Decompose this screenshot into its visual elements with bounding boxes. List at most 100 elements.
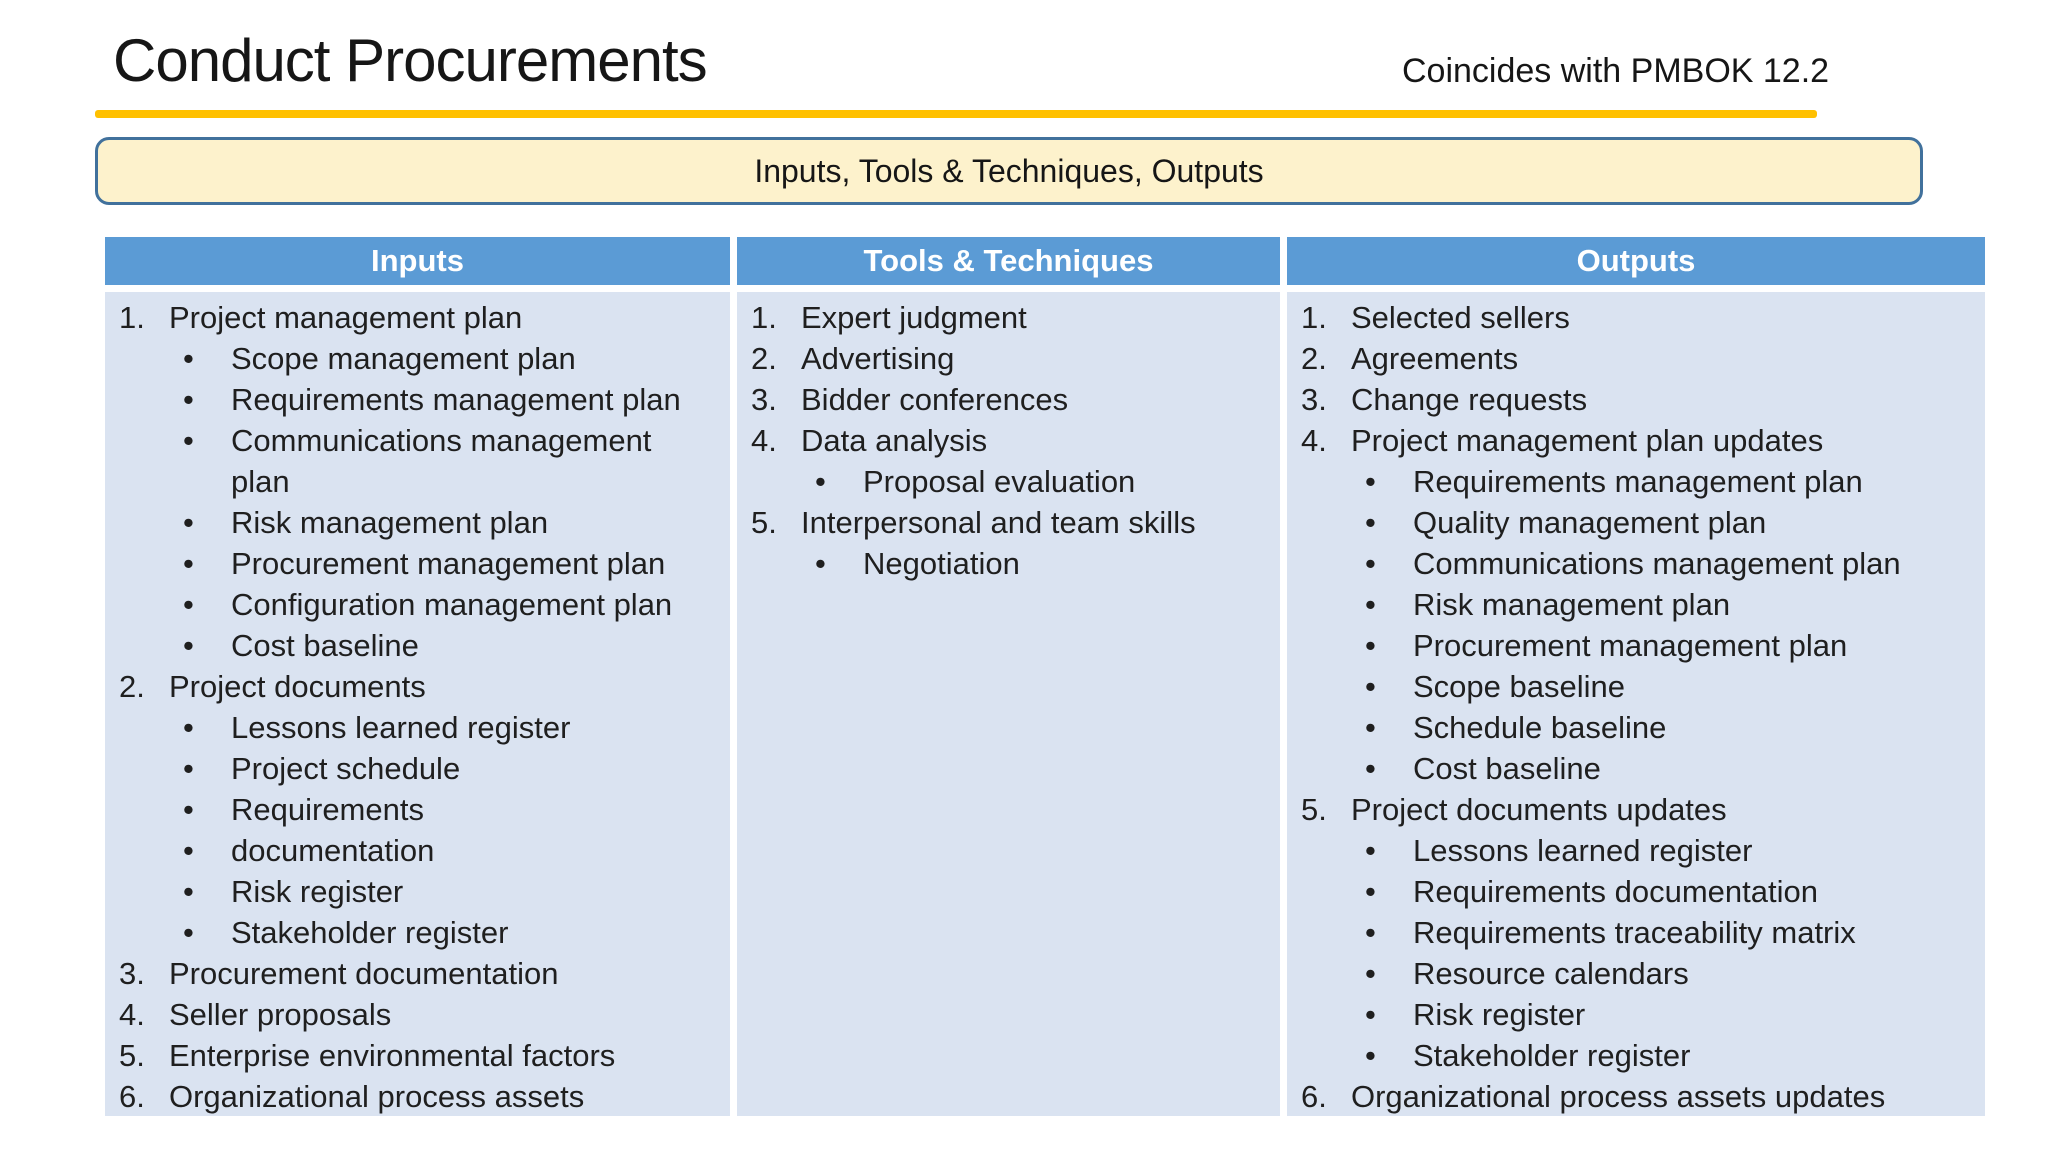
list-sub-item: •Procurement management plan [119,543,720,584]
bullet-text: Schedule baseline [1413,710,1667,745]
bullet-text: Procurement management plan [231,546,666,581]
list-sub-item: • Schedule baseline [1301,707,1975,748]
list-sub-item: •Cost baseline [1301,748,1975,789]
list-sub-item: • Negotiation [751,543,1270,584]
bullet-text: Risk management plan [1413,587,1731,622]
item-number: 3. [119,956,145,991]
table-body-row: 1. Project management plan • Scope manageme… [105,292,1985,1116]
list-sub-item: •Procurement management plan [1301,625,1975,666]
list-sub-item: • Scope management plan [119,338,720,379]
list-sub-item: •Quality management plan [1301,502,1975,543]
item-number: 5. [1301,792,1327,827]
list-item: 4.Seller proposals [119,994,720,1035]
item-number: 3. [1301,382,1327,417]
list-sub-item: •documentation [119,830,720,871]
bullet-text: Stakeholder register [231,915,509,950]
bullet-dot-icon: • [183,874,194,909]
list-sub-item: • Risk management plan [1301,584,1975,625]
list-sub-item: •Risk management plan [119,502,720,543]
list-sub-item: •Proposal evaluation [751,461,1270,502]
item-text: Data analysis [801,423,988,458]
bullet-dot-icon: • [183,710,194,745]
bullet-text: Negotiation [863,546,1020,581]
list-item: 6. Organizational process assets updates [1301,1076,1975,1116]
item-text: Project documents [169,669,426,704]
list-sub-item: •Risk register [1301,994,1975,1035]
bullet-dot-icon: • [1365,751,1376,786]
item-number: 5. [751,505,777,540]
item-text: Enterprise environmental factors [169,1038,616,1073]
bullet-text: Requirements management plan [1413,464,1863,499]
item-number: 2. [119,669,145,704]
item-text: Project documents updates [1351,792,1727,827]
list-sub-item: • Requirements management plan [119,379,720,420]
bullet-text: Lessons learned register [1413,833,1753,868]
bullet-dot-icon: • [1365,669,1376,704]
list-item: 2.Agreements [1301,338,1975,379]
item-number: 6. [1301,1079,1327,1114]
bullet-text: Configuration management plan [231,587,673,622]
bullet-dot-icon: • [1365,1038,1376,1073]
page-title: Conduct Procurements [113,27,708,94]
bullet-text: Communications management plan [231,423,652,499]
list-sub-item: • Communications management plan [1301,543,1975,584]
pmbok-reference: Coincides with PMBOK 12.2 [1402,52,1830,90]
bullet-text: Procurement management plan [1413,628,1848,663]
list-item: 5. Enterprise environmental factors [119,1035,720,1076]
item-number: 5. [119,1038,145,1073]
item-text: Organizational process assets [169,1079,585,1114]
list-sub-item: • Lessons learned register [119,707,720,748]
list-sub-item: •Requirements traceability matrix [1301,912,1975,953]
bullet-text: Communications management plan [1413,546,1901,581]
bullet-dot-icon: • [183,833,194,868]
ito-banner-label: Inputs, Tools & Techniques, Outputs [754,152,1264,189]
ito-banner: Inputs, Tools & Techniques, Outputs [95,137,1923,205]
list-sub-item: • Stakeholder register [119,912,720,953]
bullet-text: Scope management plan [231,341,576,376]
bullet-dot-icon: • [183,792,194,827]
item-number: 6. [119,1079,145,1114]
item-text: Interpersonal and team skills [801,505,1196,540]
item-number: 4. [1301,423,1327,458]
bullet-dot-icon: • [1365,710,1376,745]
item-text: Project management plan updates [1351,423,1824,458]
list-sub-item: • Communications management plan [119,420,720,502]
item-text: Advertising [801,341,955,376]
bullet-dot-icon: • [1365,464,1376,499]
bullet-text: Cost baseline [231,628,419,663]
list-item: 2.Advertising [751,338,1270,379]
item-text: Selected sellers [1351,300,1570,335]
bullet-dot-icon: • [183,587,194,622]
bullet-dot-icon: • [183,751,194,786]
bullet-dot-icon: • [815,546,826,581]
bullet-dot-icon: • [1365,546,1376,581]
bullet-dot-icon: • [183,382,194,417]
bullet-dot-icon: • [1365,505,1376,540]
item-text: Procurement documentation [169,956,559,991]
item-text: Organizational process assets updates [1351,1079,1886,1114]
bullet-dot-icon: • [183,341,194,376]
list-sub-item: •Stakeholder register [1301,1035,1975,1076]
list-item: 3.Bidder conferences [751,379,1270,420]
column-header-outputs: Outputs [1287,237,1985,285]
bullet-text: Risk management plan [231,505,549,540]
list-sub-item: • Requirements management plan [1301,461,1975,502]
bullet-dot-icon: • [1365,587,1376,622]
bullet-dot-icon: • [183,423,194,458]
list-item: 5. Interpersonal and team skills [751,502,1270,543]
bullet-text: Lessons learned register [231,710,571,745]
bullet-dot-icon: • [183,915,194,950]
bullet-dot-icon: • [1365,997,1376,1032]
bullet-text: Risk register [231,874,404,909]
item-number: 1. [1301,300,1327,335]
list-item: 3. Procurement documentation [119,953,720,994]
item-text: Bidder conferences [801,382,1069,417]
list-item: 4.Data analysis [751,420,1270,461]
title-underline-bar [95,110,1817,118]
bullet-text: Requirements management plan [231,382,681,417]
list-item: 1.Expert judgment [751,297,1270,338]
item-text: Project management plan [169,300,523,335]
